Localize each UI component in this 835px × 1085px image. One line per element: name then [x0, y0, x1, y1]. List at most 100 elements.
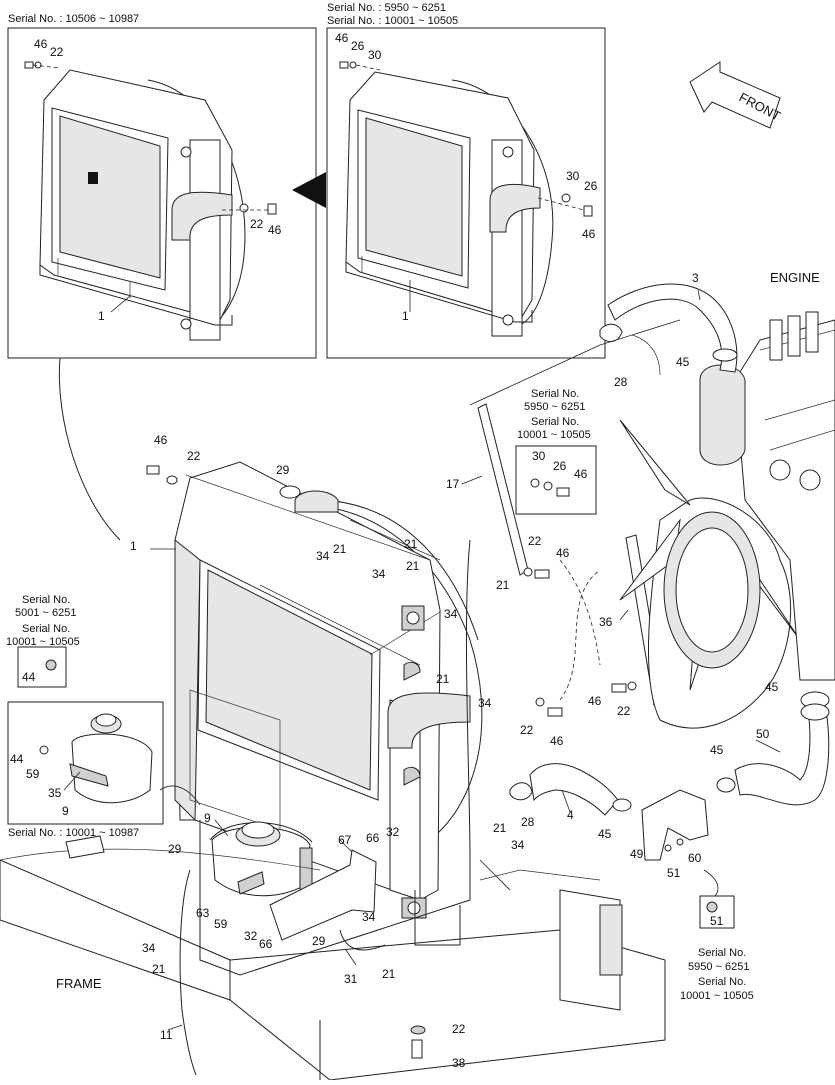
leader-arc-center [559, 559, 601, 666]
serial-box-center [515, 445, 597, 515]
callout-34: 34 [478, 696, 492, 710]
callout-26: 26 [584, 179, 598, 193]
serial-bottom-right-4: 10001 ~ 10505 [680, 990, 754, 1002]
serial-box-center-4: 10001 ~ 10505 [517, 429, 591, 441]
inset-arrow [292, 172, 326, 208]
callout-21: 21 [496, 578, 510, 592]
fasteners [146, 465, 718, 913]
callout-11: 11 [160, 1028, 173, 1042]
lower-hose-50 [734, 709, 830, 806]
clamp-28-lower [509, 782, 533, 801]
leader-lines [63, 280, 781, 1031]
callout-1: 1 [98, 309, 105, 323]
callout-9: 9 [204, 811, 211, 825]
callout-44: 44 [22, 670, 36, 684]
hose-vertical-main [465, 539, 471, 861]
callout-51: 51 [667, 866, 681, 880]
serial-bottom-right-3: Serial No. [698, 976, 746, 988]
callout-50: 50 [756, 727, 770, 741]
machine-frame [0, 835, 666, 1081]
callout-34: 34 [372, 567, 386, 581]
callout-34: 34 [362, 910, 376, 924]
callout-36: 36 [599, 615, 613, 629]
serial-box-bottom-right [699, 895, 735, 929]
callout-45: 45 [598, 827, 612, 841]
callout-46: 46 [582, 227, 596, 241]
callout-59: 59 [214, 917, 228, 931]
callout-4: 4 [567, 808, 574, 822]
callout-34: 34 [142, 941, 156, 955]
callout-21: 21 [333, 542, 347, 556]
callout-35: 35 [48, 786, 62, 800]
inset-tank-drawing [39, 659, 153, 804]
callout-30: 30 [566, 169, 580, 183]
callout-66: 66 [366, 831, 380, 845]
callout-3: 3 [692, 271, 699, 285]
inset-left-radiator [24, 61, 277, 341]
callout-1: 1 [130, 539, 137, 553]
frame-label: FRAME [56, 976, 102, 991]
callout-22: 22 [250, 217, 264, 231]
callout-1: 1 [402, 309, 409, 323]
bracket-67 [269, 849, 377, 941]
callout-67: 67 [338, 833, 352, 847]
callout-21: 21 [436, 672, 450, 686]
callout-labels: 46 22 46 26 30 30 26 46 22 46 1 1 3 28 4… [10, 31, 779, 1070]
serial-box-center-2: 5950 ~ 6251 [524, 401, 585, 413]
callout-46: 46 [335, 31, 349, 45]
callout-22: 22 [187, 449, 201, 463]
reserve-tank [209, 821, 313, 897]
callout-21: 21 [404, 537, 418, 551]
serial-box-left-2: 5001 ~ 6251 [15, 607, 76, 619]
callout-46: 46 [268, 223, 282, 237]
callout-38: 38 [452, 1056, 466, 1070]
callout-21: 21 [152, 962, 166, 976]
callout-17: 17 [446, 477, 460, 491]
callout-46: 46 [34, 37, 48, 51]
callout-21: 21 [406, 559, 420, 573]
callout-45: 45 [710, 743, 724, 757]
callout-30: 30 [532, 449, 546, 463]
main-radiator [174, 461, 483, 976]
callout-46: 46 [556, 546, 570, 560]
callout-28: 28 [521, 815, 535, 829]
callout-46: 46 [588, 694, 602, 708]
clamp-45-lower [612, 798, 632, 812]
serial-inset-middle-2: Serial No. : 10001 ~ 10505 [327, 15, 458, 27]
callout-63: 63 [196, 906, 210, 920]
serial-box-center-1: Serial No. [531, 388, 579, 400]
callout-31: 31 [344, 972, 358, 986]
serial-box-left-3: Serial No. [22, 623, 70, 635]
callout-29: 29 [276, 463, 290, 477]
engine-block [699, 311, 835, 681]
serial-bottom-right-1: Serial No. [698, 947, 746, 959]
callout-60: 60 [688, 851, 702, 865]
callout-45: 45 [765, 680, 779, 694]
serial-tank-inset: Serial No. : 10001 ~ 10987 [8, 827, 139, 839]
elbow-pipe-49 [641, 789, 709, 861]
callout-32: 32 [386, 825, 400, 839]
callout-34: 34 [511, 838, 525, 852]
callout-30: 30 [368, 48, 382, 62]
serial-box-center-3: Serial No. [531, 416, 579, 428]
callout-21: 21 [382, 967, 396, 981]
inset-frame-middle [326, 27, 606, 359]
serial-bottom-right-2: 5950 ~ 6251 [688, 961, 749, 973]
callout-28: 28 [614, 375, 628, 389]
upper-hose-3 [607, 283, 738, 373]
lower-hose-4 [529, 763, 619, 816]
clamp-28-upper [599, 323, 623, 342]
serial-box-left [17, 646, 67, 688]
inset-middle-radiator [339, 61, 593, 337]
callout-44: 44 [10, 752, 24, 766]
clamp-45-right-b [800, 703, 830, 721]
callout-22: 22 [617, 704, 631, 718]
callout-22: 22 [520, 723, 534, 737]
clamp-45-upper [712, 348, 738, 362]
leader-arc-left [58, 357, 121, 541]
callout-34: 34 [444, 607, 458, 621]
callout-26: 26 [553, 459, 567, 473]
callout-66: 66 [259, 937, 273, 951]
